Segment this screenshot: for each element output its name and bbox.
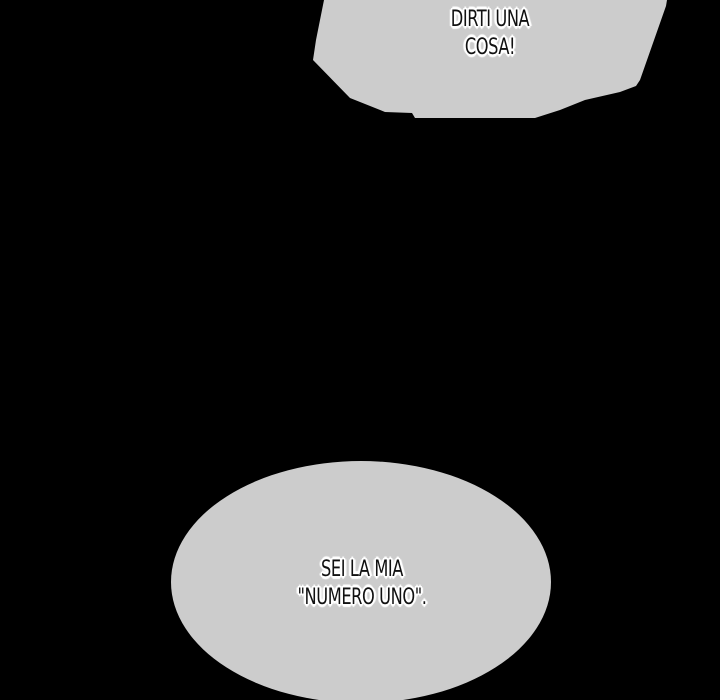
top-bubble-line-1: DIRTI UNA [450,7,530,32]
bottom-speech-bubble [171,461,551,700]
top-speech-bubble [313,0,667,118]
bottom-bubble-text: SEI LA MIA "NUMERO UNO". [280,556,444,612]
bottom-bubble-line-2: "NUMERO UNO". [297,585,427,610]
top-bubble-line-2: COSA! [464,35,516,60]
top-bubble-text: DIRTI UNA COSA! [408,0,572,62]
bottom-bubble-line-1: SEI LA MIA [321,557,403,582]
